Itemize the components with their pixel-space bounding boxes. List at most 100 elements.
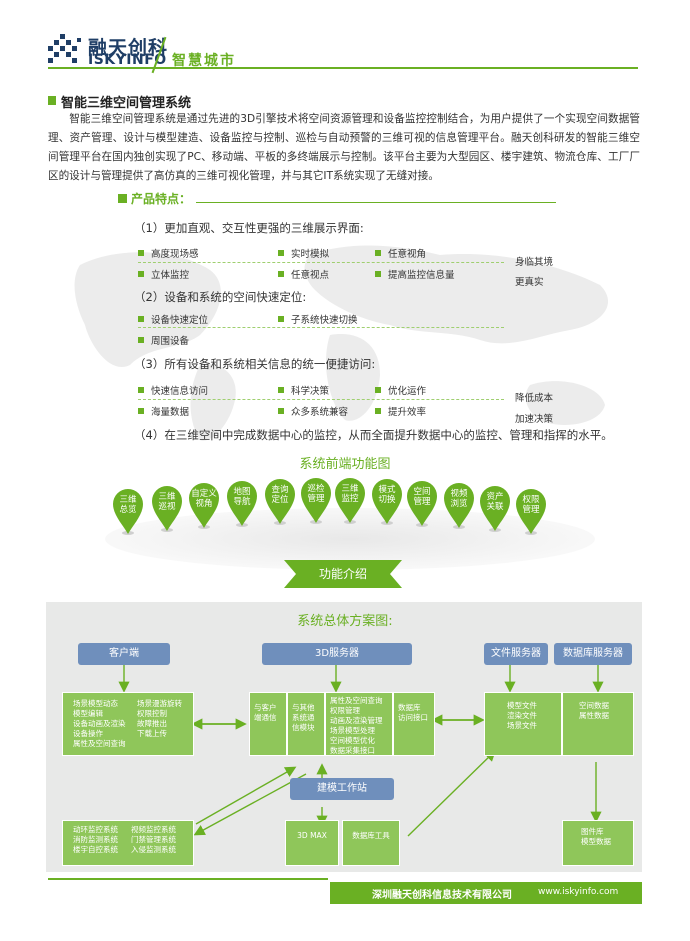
feature-item: 周围设备 <box>138 333 189 347</box>
file-server-button[interactable]: 文件服务器 <box>484 643 548 665</box>
pin-label: 巡检管理 <box>296 484 336 504</box>
feature-q3: （3）所有设备和系统相关信息的统一便捷访问: <box>134 357 376 371</box>
workstation-button[interactable]: 建模工作站 <box>290 778 394 800</box>
pin-marker-icon[interactable] <box>299 476 333 524</box>
client-feature: 设备操作 <box>73 729 103 738</box>
divider <box>138 327 504 328</box>
pin-label-line: 总览 <box>119 505 137 515</box>
pin-label-line: 模式 <box>378 485 396 495</box>
subsystem-text: 消防监测系统 <box>73 835 118 844</box>
server-text: 动画及渲染管理 <box>330 716 383 725</box>
client-module-box: 场景模型动态 模型编辑 设备动画及渲染 设备操作 属性及空间查询 场景漫游旋转 … <box>62 692 194 756</box>
server-text: 端通信 <box>254 713 277 722</box>
server-text: 访问接口 <box>398 713 428 722</box>
client-feature: 场景漫游旋转 <box>137 699 182 708</box>
pin-marker-icon[interactable] <box>187 481 221 529</box>
file-server-box: 模型文件 渲染文件 场景文件 <box>484 692 562 756</box>
footer-bar <box>330 882 642 904</box>
section-title: 智能三维空间管理系统 <box>61 96 192 111</box>
client-feature: 场景模型动态 <box>73 699 118 708</box>
pin-marker-icon[interactable] <box>111 487 145 535</box>
pin-label-line: 定位 <box>271 495 289 505</box>
pin-label: 三维监控 <box>330 484 370 504</box>
feature-q1: （1）更加直观、交互性更强的三维展示界面: <box>134 221 364 235</box>
file-text: 渲染文件 <box>507 711 537 720</box>
company-name-en: ISKYINFO <box>88 52 167 68</box>
pin-marker-icon[interactable] <box>442 481 476 529</box>
subsystem-text: 入侵监测系统 <box>131 845 176 854</box>
pin-label-line: 监控 <box>341 494 359 504</box>
pin-label-line: 管理 <box>522 505 540 515</box>
pin-label-line: 关联 <box>486 502 504 512</box>
feature-q2: （2）设备和系统的空间快速定位: <box>134 290 307 304</box>
client-feature: 模型编辑 <box>73 709 103 718</box>
section-marker <box>48 96 56 105</box>
client-button[interactable]: 客户端 <box>78 643 170 665</box>
features-rule <box>196 202 556 203</box>
func-banner-icon <box>284 560 402 588</box>
db-text: 空间数据 <box>579 701 609 710</box>
server-other-box: 与其他 系统通 信模块 <box>287 692 325 756</box>
footer-rule <box>48 878 328 880</box>
pin-label: 空间管理 <box>402 487 442 507</box>
feature-item: 任意视点 <box>278 267 329 281</box>
pin-marker-icon[interactable] <box>333 476 367 524</box>
pin-marker-icon[interactable] <box>478 484 512 532</box>
feature-side: 更真实 <box>515 277 544 288</box>
pin-marker-icon[interactable] <box>150 484 184 532</box>
pin-marker-icon[interactable] <box>225 479 259 527</box>
func-label: 功能介绍 <box>318 567 367 581</box>
pin-label-line: 三维 <box>158 492 176 502</box>
server-text: 信模块 <box>292 723 315 732</box>
pin-marker-icon[interactable] <box>370 477 404 525</box>
server-db-box: 数据库 访问接口 <box>393 692 435 756</box>
server-text: 系统通 <box>292 713 315 722</box>
feature-item: 子系统快速切换 <box>278 312 358 326</box>
feature-item: 任意视角 <box>375 246 426 260</box>
company-logo-icon <box>48 34 81 63</box>
server-text: 权限管理 <box>330 706 360 715</box>
pin-label: 地图导航 <box>222 487 262 507</box>
frontend-title: 系统前端功能图 <box>299 457 391 472</box>
pin-label: 自定义视角 <box>184 489 224 509</box>
server-core-box: 属性及空间查询 权限管理 动画及渲染管理 场景模型处理 空间模型优化 数据采集接… <box>325 692 393 756</box>
architecture-title: 系统总体方案图: <box>297 614 393 629</box>
library-text: 图件库 <box>581 827 604 836</box>
client-feature: 属性及空间查询 <box>73 739 126 748</box>
pin-label: 视频浏览 <box>439 489 479 509</box>
subsystem-box: 动环监控系统 消防监测系统 楼宇自控系统 视频监控系统 门禁管理系统 入侵监测系… <box>62 820 194 866</box>
pin-marker-icon[interactable] <box>514 487 548 535</box>
pin-label-line: 权限 <box>522 495 540 505</box>
feature-item: 海量数据 <box>138 404 189 418</box>
db-server-button[interactable]: 数据库服务器 <box>554 643 632 665</box>
ws-3dmax-box: 3D MAX <box>285 820 339 866</box>
pin-label-line: 三维 <box>119 495 137 505</box>
pin-label-line: 管理 <box>307 494 325 504</box>
footer-url[interactable]: www.iskyinfo.com <box>538 887 619 897</box>
header-slogan: 智慧城市 <box>172 53 236 69</box>
feature-item: 优化运作 <box>375 383 426 397</box>
pin-label: 模式切换 <box>367 485 407 505</box>
pin-marker-icon[interactable] <box>263 477 297 525</box>
pin-marker-icon[interactable] <box>405 479 439 527</box>
server-text: 数据库 <box>398 703 421 712</box>
feature-side: 加速决策 <box>515 414 554 425</box>
pin-label-line: 巡视 <box>158 502 176 512</box>
db-server-box: 空间数据 属性数据 <box>562 692 634 756</box>
server3d-button[interactable]: 3D服务器 <box>262 643 412 665</box>
feature-item: 快速信息访问 <box>138 383 208 397</box>
pin-label-line: 空间 <box>413 487 431 497</box>
pin-label: 资产关联 <box>475 492 515 512</box>
pin-label-line: 切换 <box>378 495 396 505</box>
server-text: 与客户 <box>254 703 277 712</box>
feature-item: 提升效率 <box>375 404 426 418</box>
pin-label-line: 导航 <box>233 497 251 507</box>
ws-text: 数据库工具 <box>352 831 390 840</box>
company-name-cn: 融天创科 <box>88 37 169 59</box>
db-text: 属性数据 <box>579 711 609 720</box>
divider <box>138 399 504 400</box>
feature-side: 降低成本 <box>515 393 554 404</box>
divider <box>138 262 504 263</box>
feature-item: 科学决策 <box>278 383 329 397</box>
pin-label-line: 巡检 <box>307 484 325 494</box>
